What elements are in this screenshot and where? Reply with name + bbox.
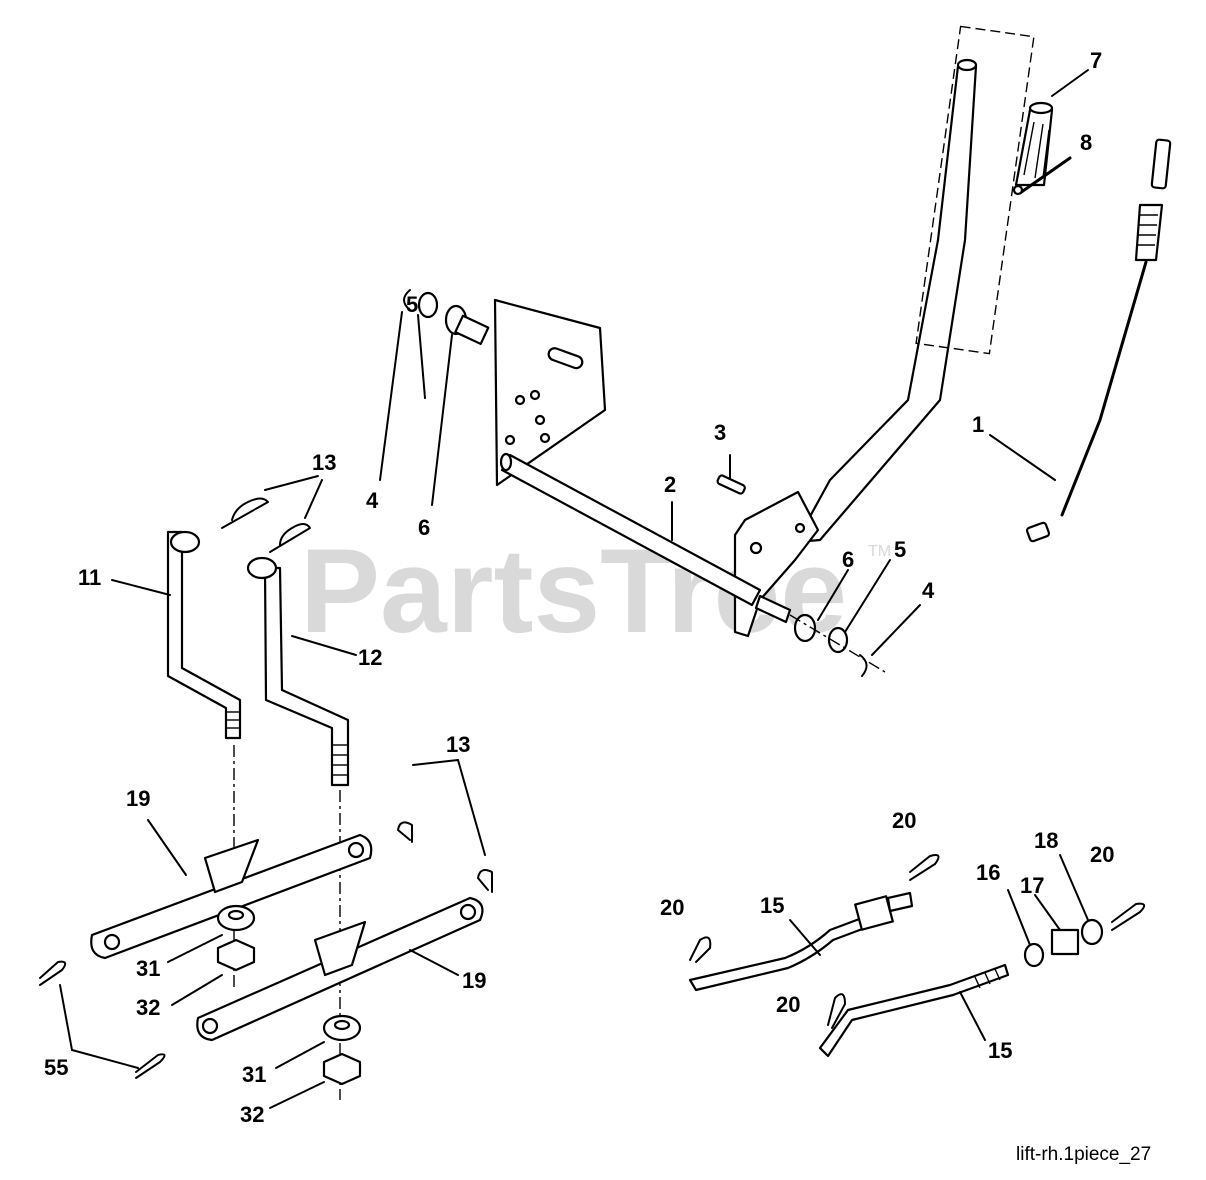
callout-label: 19 (462, 968, 486, 993)
adjust-rod-lower (818, 963, 1010, 1058)
callout-label: 7 (1090, 48, 1102, 73)
nut-18 (1080, 918, 1104, 946)
hair-pin (39, 960, 67, 986)
washer-right (827, 626, 849, 654)
nut (322, 1052, 362, 1086)
callout-label: 13 (312, 450, 336, 475)
hair-pin (1111, 902, 1146, 931)
callout-label: 16 (976, 860, 1000, 885)
trunnion-17 (1050, 928, 1080, 956)
callout-label: 15 (988, 1038, 1012, 1063)
hair-pin (477, 869, 493, 893)
cross-pin (716, 474, 746, 495)
diagram-caption: lift-rh.1piece_27 (1016, 1144, 1151, 1165)
washer-left (417, 291, 439, 319)
callout-label: 31 (242, 1062, 266, 1087)
callout-label: 5 (406, 292, 418, 317)
callout-label: 12 (358, 645, 382, 670)
callout-label: 5 (894, 537, 906, 562)
hair-pin (689, 936, 712, 963)
hair-pin (909, 854, 940, 881)
lift-link-12 (246, 556, 350, 787)
handle-grip (1014, 101, 1054, 187)
e-clip-left (403, 289, 411, 311)
hair-pin (397, 821, 413, 843)
callout-label: 6 (418, 515, 430, 540)
lift-cable (1025, 138, 1172, 543)
callout-label: 19 (126, 786, 150, 811)
cross-shaft (499, 452, 792, 624)
callout-label: 6 (842, 547, 854, 572)
callout-label: 3 (714, 420, 726, 445)
lift-link-11 (166, 530, 242, 740)
callout-label: 4 (922, 578, 935, 603)
callout-label: 8 (1080, 130, 1092, 155)
leader-lines (59, 69, 1089, 1109)
lift-lever (794, 58, 978, 544)
hair-pin (135, 1053, 166, 1079)
hair-pin (827, 993, 846, 1029)
callout-label: 2 (664, 472, 676, 497)
callout-labels: 7 8 1 5 4 6 3 2 6 5 4 13 11 12 13 19 19 … (44, 48, 1114, 1127)
callout-label: 11 (78, 565, 101, 590)
e-clip-right (859, 654, 868, 677)
nut (216, 938, 256, 972)
hidden-handle-outline (915, 25, 1035, 355)
lift-arm-upper (90, 833, 373, 960)
roll-pin (1012, 156, 1072, 196)
callout-label: 13 (446, 732, 470, 757)
callout-label: 18 (1034, 828, 1058, 853)
hair-pin (221, 497, 269, 529)
callout-label: 32 (240, 1102, 264, 1127)
callout-label: 55 (44, 1055, 68, 1080)
callout-label: 32 (136, 995, 160, 1020)
nut-16 (1023, 942, 1045, 968)
callout-label: 31 (136, 956, 160, 981)
callout-label: 20 (660, 895, 684, 920)
callout-label: 20 (1090, 842, 1114, 867)
mounting-plate (493, 298, 607, 487)
callout-label: 1 (972, 412, 984, 437)
adjust-rod-upper (688, 891, 914, 992)
callout-label: 20 (776, 992, 800, 1017)
hair-pin (269, 523, 311, 553)
callout-label: 17 (1020, 873, 1044, 898)
callout-label: 20 (892, 808, 916, 833)
watermark-trademark: TM (868, 543, 891, 560)
callout-label: 15 (760, 893, 784, 918)
callout-label: 4 (366, 488, 379, 513)
lift-arm-lower (196, 896, 484, 1042)
